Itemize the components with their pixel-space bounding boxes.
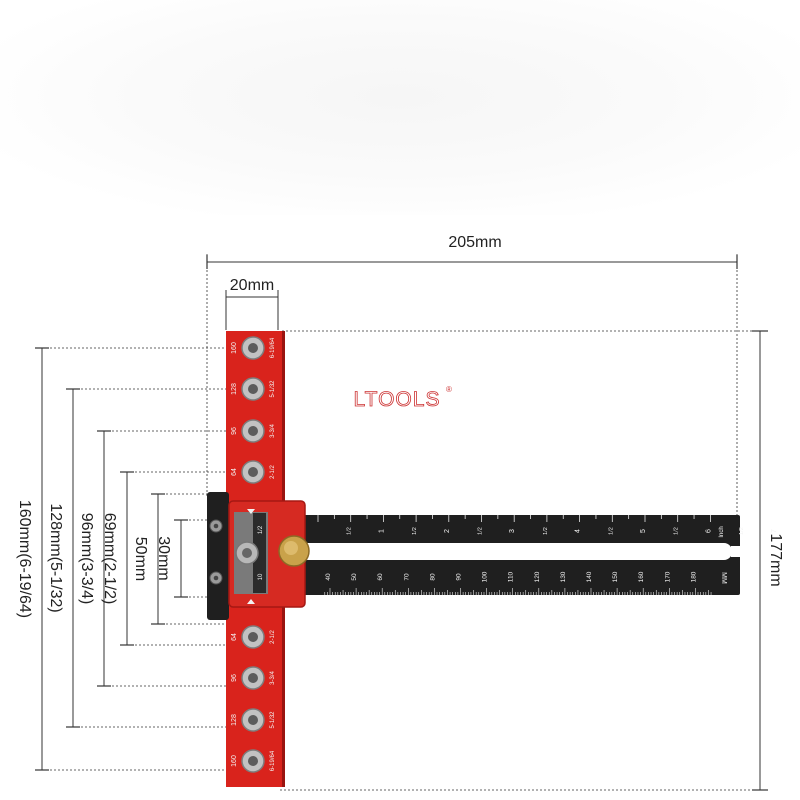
guide-hole-lower-160: 160 6-19/64 (231, 749, 276, 773)
guide-hole-bore (248, 467, 258, 477)
hole-inch-label: 5-1/32 (270, 711, 276, 729)
guide-hole-lower-96: 96 3-3/4 (231, 666, 276, 690)
hole-mm-label: 128 (231, 383, 238, 395)
dim-overall-height-label: 177mm (767, 533, 784, 586)
cabinet-hardware-jig: 1/2 1 1/2 2 1/2 3 1/2 4 1/2 5 1/2 6 1/2 7 Inch 40 50 60 70… (207, 331, 778, 787)
background-haze (0, 0, 800, 215)
backing-plate (207, 492, 229, 620)
mm-label: 40 (325, 573, 332, 581)
mm-label: 100 (482, 571, 489, 582)
backing-screw-top (209, 519, 223, 533)
guide-hole-bore (248, 715, 258, 725)
dim-overall-width (206, 254, 738, 518)
ruler-slot (300, 543, 732, 560)
dim-label-5: 30mm (155, 536, 172, 580)
dim-overall-width-label: 205mm (448, 234, 501, 251)
inch-label: 1/2 (543, 527, 549, 535)
center-block-scale (253, 513, 266, 593)
inch-label: 1/2 (739, 527, 745, 535)
hole-inch-label: 2-1/2 (270, 465, 276, 479)
guide-hole-upper-96: 96 3-3/4 (231, 419, 276, 443)
mm-label: 50 (351, 573, 358, 581)
inch-label: 1/2 (608, 527, 614, 535)
center-guide-hole (235, 541, 259, 565)
center-block-label-top: 1/2 (258, 525, 264, 534)
hole-inch-label: 6-19/64 (270, 750, 276, 771)
inch-label: 1/2 (412, 527, 418, 535)
watermark: LTOOLS (354, 388, 441, 411)
inch-label: 1/2 (347, 527, 353, 535)
guide-hole-lower-128: 128 5-1/32 (231, 708, 276, 732)
hole-inch-label: 5-1/32 (270, 380, 276, 398)
dim-label-0: 160mm(6-19/64) (16, 500, 33, 618)
dim-stem-width-label: 20mm (230, 277, 274, 294)
inch-label: 1 (378, 529, 385, 533)
hole-inch-label: 2-1/2 (270, 630, 276, 644)
backing-screw-bottom (209, 571, 223, 585)
center-block-pointer-bottom (247, 599, 255, 604)
brass-lock-knob[interactable] (278, 535, 310, 567)
mm-label: 90 (456, 573, 463, 581)
hole-mm-label: 64 (231, 468, 238, 476)
mm-label: 140 (586, 571, 593, 582)
guide-hole-bore (248, 632, 258, 642)
mm-label: 70 (403, 573, 410, 581)
mm-label: 150 (612, 571, 619, 582)
mm-label: 180 (690, 571, 697, 582)
guide-hole-upper-64: 64 2-1/2 (231, 460, 276, 484)
inch-label: 1/2 (674, 527, 680, 535)
guide-hole-bore (248, 426, 258, 436)
hole-mm-label: 160 (231, 342, 238, 354)
dim-label-4: 50mm (132, 537, 149, 581)
ruler-scale: 1/2 1 1/2 2 1/2 3 1/2 4 1/2 5 1/2 6 1/2 7 Inch 40 50 60 70… (317, 515, 778, 595)
mm-unit-label: MM (720, 572, 727, 584)
mm-label: 160 (638, 571, 645, 582)
inch-label: 3 (509, 529, 516, 533)
hole-mm-label: 64 (231, 633, 238, 641)
inch-unit-label: Inch (719, 526, 725, 537)
mm-label: 120 (534, 571, 541, 582)
ruler-notch (731, 546, 741, 557)
hole-mm-label: 96 (231, 674, 238, 682)
inch-label: 6 (705, 529, 712, 533)
hole-inch-label: 6-19/64 (270, 337, 276, 358)
hole-mm-label: 96 (231, 427, 238, 435)
hole-mm-label: 160 (231, 755, 238, 767)
inch-label: 5 (640, 529, 647, 533)
mm-label: 110 (508, 571, 515, 582)
guide-holes: 160 6-19/64 128 5-1/32 96 3-3/4 64 2-1/2 64 2-1/2… (231, 336, 276, 773)
mm-label: 170 (664, 571, 671, 582)
hole-inch-label: 3-3/4 (270, 671, 276, 685)
guide-hole-bore (248, 673, 258, 683)
dim-label-2: 96mm(3-3/4) (78, 513, 95, 605)
guide-hole-upper-128: 128 5-1/32 (231, 377, 276, 401)
left-dimension-group: 160mm(6-19/64) 128mm(5-1/32) 96mm(3-3/4) 69… (16, 347, 250, 771)
inch-label: 2 (444, 529, 451, 533)
watermark-registered-mark: ® (446, 385, 452, 394)
mm-label: 60 (377, 573, 384, 581)
mm-label: 130 (560, 571, 567, 582)
guide-hole-lower-64: 64 2-1/2 (231, 625, 276, 649)
mm-label: 80 (429, 573, 436, 581)
center-block-label-bottom: 10 (258, 573, 264, 580)
guide-hole-upper-160: 160 6-19/64 (231, 336, 276, 360)
inch-label: 4 (575, 529, 582, 533)
inch-label: 1/2 (478, 527, 484, 535)
guide-hole-bore (248, 384, 258, 394)
dim-overall-height (280, 330, 768, 791)
center-block-pointer-top (247, 509, 255, 514)
inch-label: 7 (771, 529, 778, 533)
dim-label-3: 69mm(2-1/2) (101, 513, 118, 605)
hole-inch-label: 3-3/4 (270, 424, 276, 438)
guide-hole-bore (248, 756, 258, 766)
guide-hole-bore (248, 343, 258, 353)
dim-stem-width (225, 290, 279, 330)
dim-label-1: 128mm(5-1/32) (47, 503, 64, 612)
hole-mm-label: 128 (231, 714, 238, 726)
